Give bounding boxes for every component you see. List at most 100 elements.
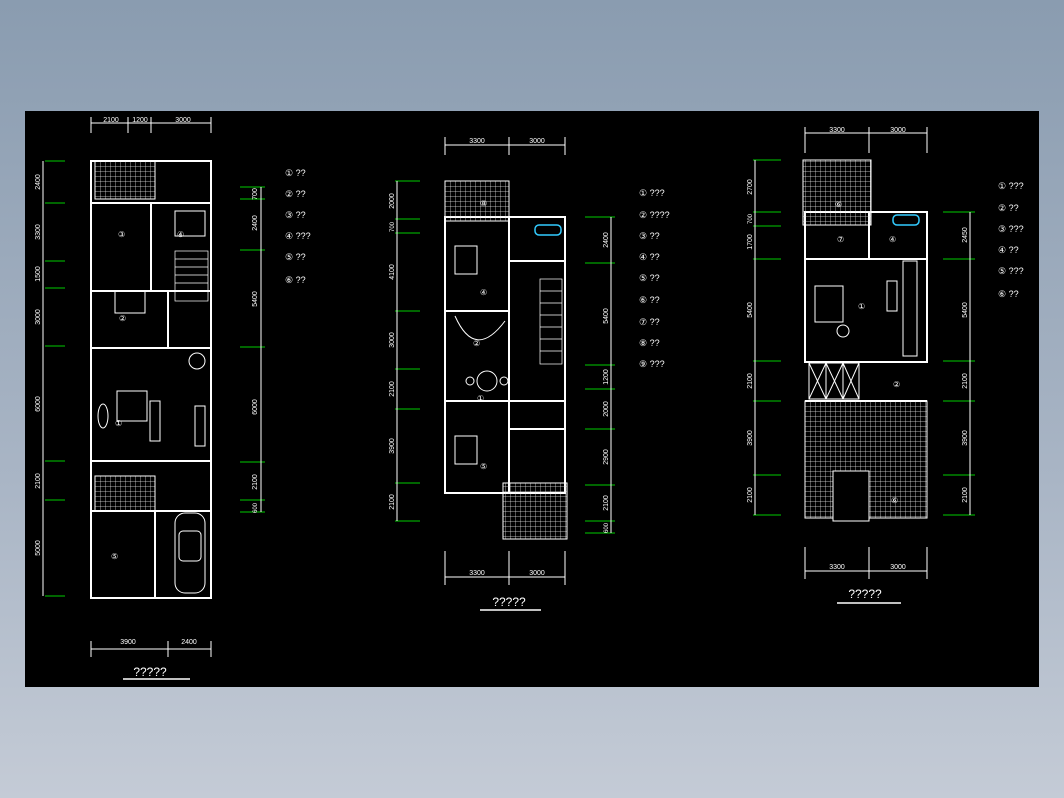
legend-item: ② ??: [998, 203, 1019, 213]
legend-item: ③ ??: [639, 231, 660, 241]
plan-1-legend: ① ?? ② ?? ③ ?? ④ ??? ⑤ ?? ⑥ ??: [285, 168, 311, 285]
plan-3-bottom-dim-2: 3000: [890, 564, 906, 571]
legend-item: ① ???: [639, 188, 665, 198]
plan-2-top-dimensions: [444, 137, 566, 155]
plan-2-right-dim-3: 1200: [603, 369, 610, 385]
plan-1-walls: [90, 160, 212, 599]
plan-3-top-dim-2: 3000: [890, 127, 906, 134]
plan-2-bottom-dim-1: 3300: [469, 570, 485, 577]
plan-2-bottom-dimensions: [444, 551, 566, 585]
plan-1-top-dim-3: 3000: [175, 117, 191, 124]
legend-item: ② ??: [285, 189, 306, 199]
plan-3-room-label: ④: [889, 235, 896, 244]
plan-3-walls: [804, 211, 928, 402]
plan-2-left-dim-6: 3900: [389, 438, 396, 454]
plan-3-window-bay: [808, 362, 860, 400]
plan-1-left-dimension-line: [45, 160, 65, 597]
plan-1-right-dim-5: 2100: [252, 474, 259, 490]
plan-2-right-dim-6: 2100: [603, 495, 610, 511]
plan-2-furniture: [454, 245, 509, 465]
bathtub-icon: [534, 224, 562, 236]
plan-1-bottom-dimensions: [90, 641, 212, 657]
legend-item: ⑧ ??: [639, 338, 660, 348]
legend-item: ④ ??: [639, 252, 660, 262]
plan-1-bottom-dim-2: 2400: [181, 639, 197, 646]
plan-3-right-dim-3: 2100: [962, 373, 969, 389]
plan-3-left-dim-4: 5400: [747, 302, 754, 318]
plan-2-stairs: [539, 278, 563, 365]
plan-1-right-dim-2: 2400: [252, 215, 259, 231]
plan-3-top-dim-1: 3300: [829, 127, 845, 134]
plan-1-room-label: ③: [118, 230, 125, 239]
plan-3-top-dimensions: [804, 127, 928, 153]
plan-2: 3300 3000 2000 700 4100 3000 2100 3900 2…: [389, 137, 670, 611]
plan-2-left-dim-2: 700: [390, 221, 396, 232]
plan-3-title: ?????: [848, 587, 882, 601]
plan-3-room-label: ⑦: [837, 235, 844, 244]
plan-3-terrace-notch: [832, 470, 870, 522]
plan-3-left-dim-2: 700: [748, 213, 754, 224]
plan-2-top-dim-2: 3000: [529, 138, 545, 145]
plan-1-right-dim-6: 600: [253, 502, 259, 513]
plan-1-left-dim-5: 6000: [35, 396, 42, 412]
plan-1: 2100 1200 3000 2400 3300 1500 3000 6000 …: [35, 117, 311, 680]
legend-item: ④ ???: [285, 231, 311, 241]
plan-3-right-dim-4: 3900: [962, 430, 969, 446]
legend-item: ① ???: [998, 181, 1024, 191]
legend-item: ③ ???: [998, 224, 1024, 234]
car-icon: [174, 512, 206, 594]
plan-3-room-label: ①: [858, 302, 865, 311]
legend-item: ⑥ ??: [998, 289, 1019, 299]
plan-2-left-dim-5: 2100: [389, 381, 396, 397]
plan-2-title: ?????: [492, 595, 526, 609]
plan-3-left-dim-6: 3900: [747, 430, 754, 446]
plan-2-right-dimension-line: [585, 216, 615, 534]
plan-1-left-dim-1: 2400: [35, 174, 42, 190]
plan-2-room-label: ②: [473, 339, 480, 348]
plan-1-left-dim-6: 2100: [35, 473, 42, 489]
plan-1-right-dim-3: 5400: [252, 291, 259, 307]
legend-item: ⑤ ???: [998, 266, 1024, 276]
plan-1-room-label: ⑤: [111, 552, 118, 561]
plan-2-bottom-dim-2: 3000: [529, 570, 545, 577]
plan-1-room-label: ②: [119, 314, 126, 323]
plan-2-balcony-bottom: [502, 482, 568, 540]
plan-1-top-dimensions: [90, 117, 212, 133]
plan-1-left-dim-4: 3000: [35, 309, 42, 325]
bathtub-icon: [892, 214, 920, 226]
plan-2-legend: ① ??? ② ???? ③ ?? ④ ?? ⑤ ?? ⑥ ?? ⑦ ?? ⑧ …: [639, 188, 670, 369]
plan-1-right-dim-1: 700: [252, 188, 259, 200]
plan-1-bottom-dim-1: 3900: [120, 639, 136, 646]
plan-1-left-dim-7: 5000: [35, 540, 42, 556]
plan-2-balcony-top: [444, 180, 510, 222]
plan-3-left-dim-1: 2700: [747, 179, 754, 195]
plan-3-roof-terrace-top: [802, 159, 872, 226]
cad-drawing-canvas: 2100 1200 3000 2400 3300 1500 3000 6000 …: [25, 111, 1039, 687]
plan-1-top-dim-1: 2100: [103, 117, 119, 124]
plan-2-left-dim-1: 2000: [389, 193, 396, 209]
legend-item: ⑤ ??: [285, 252, 306, 262]
plan-3-room-label: ⑥: [891, 496, 898, 505]
legend-item: ⑦ ??: [639, 317, 660, 327]
legend-item: ⑥ ??: [639, 295, 660, 305]
plan-2-left-dim-7: 2100: [389, 494, 396, 510]
plan-2-room-label: ④: [480, 288, 487, 297]
plan-1-left-dim-2: 3300: [35, 224, 42, 240]
plan-2-right-dim-4: 2000: [603, 401, 610, 417]
plan-2-room-label: ⑤: [480, 462, 487, 471]
plan-2-room-label: ①: [477, 394, 484, 403]
plan-2-left-dimension-line: [395, 180, 420, 522]
plan-2-left-dim-3: 4100: [389, 264, 396, 280]
plan-3-left-dim-7: 2100: [747, 487, 754, 503]
plan-3-bottom-dim-1: 3300: [829, 564, 845, 571]
floor-plans-svg: 2100 1200 3000 2400 3300 1500 3000 6000 …: [35, 117, 1024, 680]
plan-1-rear-terrace: [94, 475, 156, 512]
legend-item: ① ??: [285, 168, 306, 178]
legend-item: ⑥ ??: [285, 275, 306, 285]
plan-2-right-dim-2: 5400: [603, 308, 610, 324]
plan-2-right-dim-7: 600: [604, 522, 610, 533]
plan-3-left-dim-5: 2100: [747, 373, 754, 389]
plan-3-bottom-dimensions: [804, 547, 928, 579]
plan-1-stairs: [174, 250, 209, 302]
legend-item: ⑨ ???: [639, 359, 665, 369]
